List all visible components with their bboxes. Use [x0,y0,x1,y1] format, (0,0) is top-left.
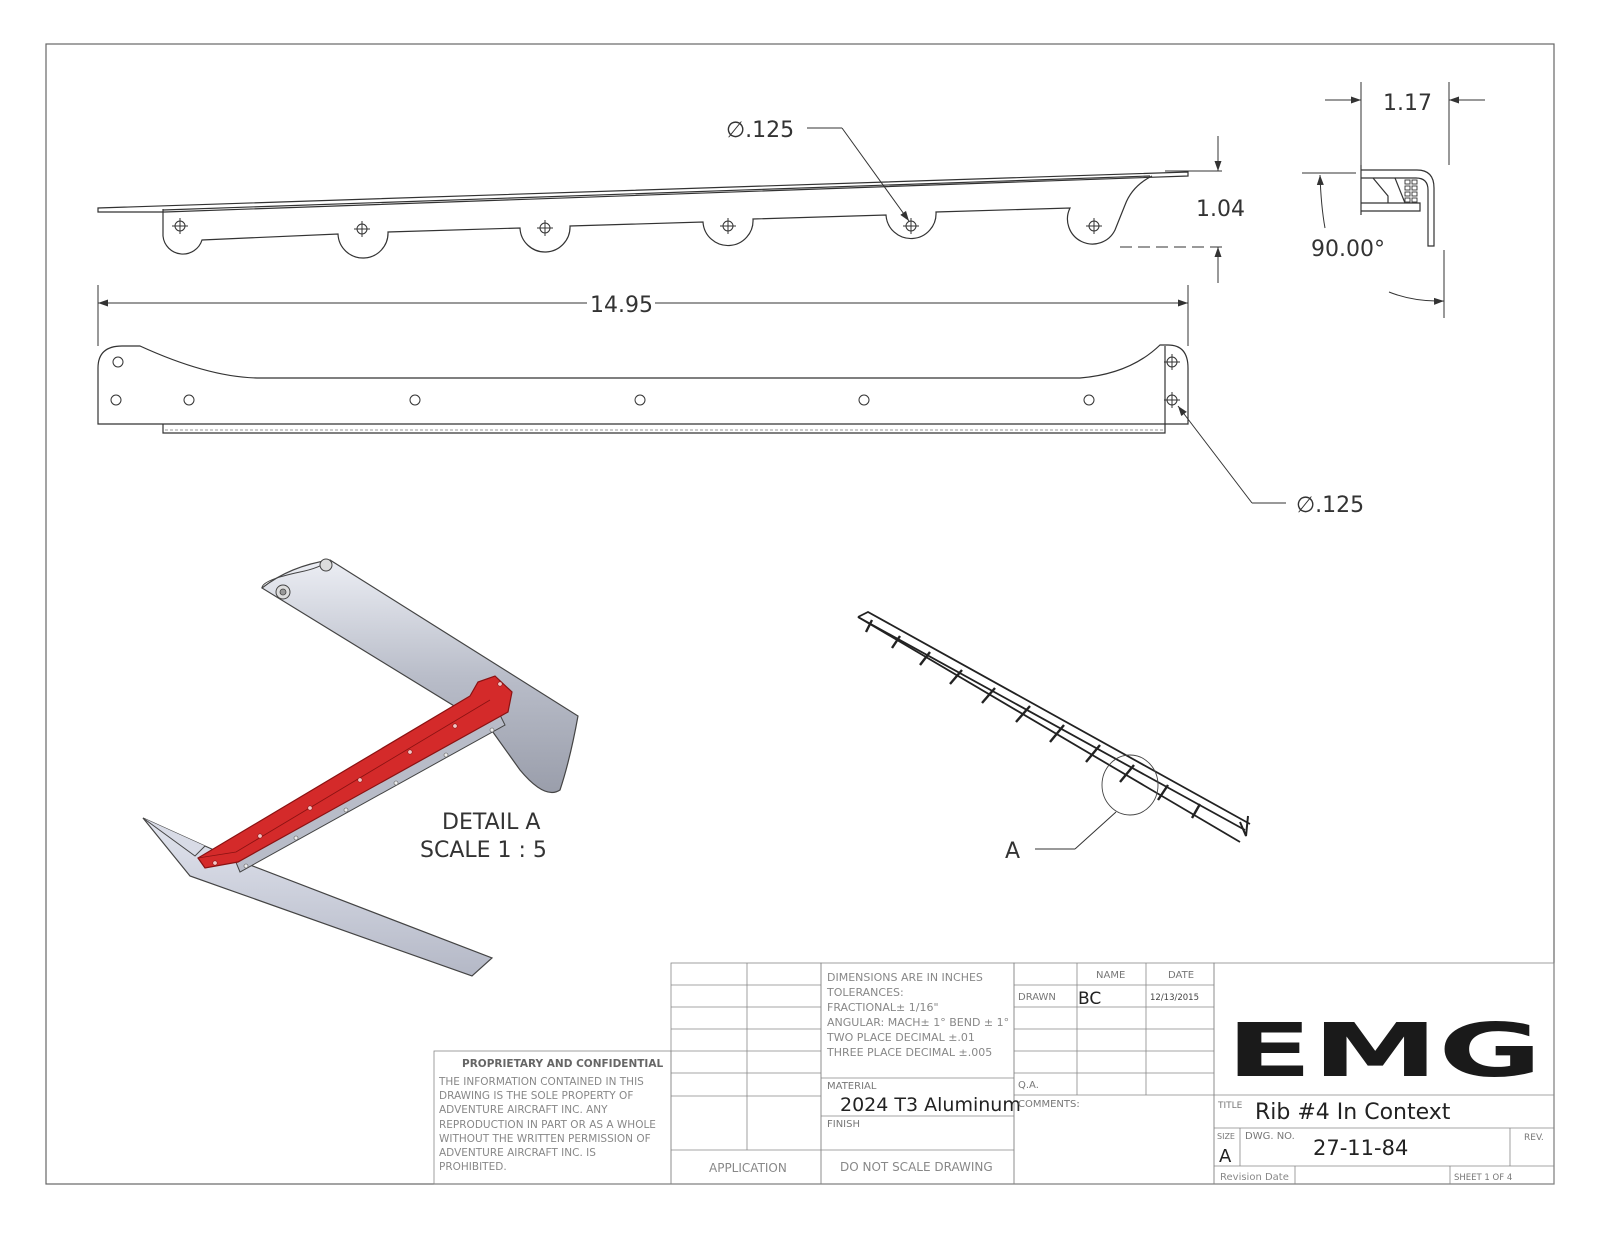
detail-a-callout-label: A [1005,839,1020,864]
tolerances-label: TOLERANCES: [826,986,904,999]
proprietary-line: REPRODUCTION IN PART OR AS A WHOLE [439,1119,656,1131]
title-block [433,962,1555,1185]
rib-plan-view [97,344,1189,434]
application-label: APPLICATION [709,1161,787,1175]
rib-side-view [97,171,1189,259]
proprietary-line: WITHOUT THE WRITTEN PERMISSION OF [439,1133,651,1145]
sheet-number: SHEET 1 OF 4 [1454,1173,1512,1183]
comments-label: COMMENTS: [1018,1099,1080,1110]
length-dimension-text: 14.95 [590,293,653,318]
height-dimension-text: 1.04 [1196,197,1245,222]
angle-dimension [1302,172,1445,318]
hole-diameter-callout-bottom [1177,405,1286,504]
emg-logo: EMG [1226,1008,1542,1094]
length-dimension [97,285,1189,346]
proprietary-line: ADVENTURE AIRCRAFT INC. IS [439,1147,596,1159]
rev-label: REV. [1524,1133,1544,1143]
qa-label: Q.A. [1018,1080,1039,1091]
flange-width-text: 1.17 [1383,91,1432,116]
dimensions-note: DIMENSIONS ARE IN INCHES [827,971,983,984]
title-label: TITLE [1217,1101,1243,1111]
detail-a-scale: SCALE 1 : 5 [420,838,547,863]
material-label: MATERIAL [827,1081,877,1092]
rib-end-view [1360,165,1435,247]
drawing-title: Rib #4 In Context [1255,1100,1451,1125]
dwg-no-label: DWG. NO. [1245,1131,1295,1142]
hole-diameter-bottom-text: ∅.125 [1296,493,1364,518]
tolerance-two-place: TWO PLACE DECIMAL ±.01 [826,1031,975,1044]
drawn-by: BC [1078,989,1101,1009]
revision-date-label: Revision Date [1220,1172,1289,1183]
size-label: SIZE [1217,1132,1235,1141]
dwg-no-value: 27-11-84 [1313,1136,1408,1160]
do-not-scale: DO NOT SCALE DRAWING [840,1160,993,1174]
detail-a-assembly [142,558,579,977]
size-value: A [1219,1146,1232,1167]
name-header: NAME [1096,970,1125,981]
material-value: 2024 T3 Aluminum [840,1094,1021,1116]
date-header: DATE [1168,970,1194,981]
tolerance-three-place: THREE PLACE DECIMAL ±.005 [826,1046,992,1059]
tolerance-angular: ANGULAR: MACH± 1° BEND ± 1° [827,1016,1009,1029]
wing-frame-isometric [857,610,1251,843]
flange-width-dimension [1325,82,1485,165]
hole-diameter-top-text: ∅.125 [726,118,794,143]
drawn-label: DRAWN [1018,992,1056,1003]
finish-label: FINISH [827,1119,860,1130]
hole-diameter-callout-top: ∅.125 [726,118,910,222]
proprietary-heading: PROPRIETARY AND CONFIDENTIAL [462,1058,663,1070]
height-dimension [1120,136,1222,283]
proprietary-line: ADVENTURE AIRCRAFT INC. ANY [439,1104,608,1116]
tolerance-fractional: FRACTIONAL± 1/16" [827,1001,939,1014]
detail-a-title: DETAIL A [442,810,540,835]
angle-dimension-text: 90.00° [1311,237,1385,262]
detail-a-callout [1035,811,1117,850]
proprietary-line: DRAWING IS THE SOLE PROPERTY OF [439,1090,633,1102]
drawn-date: 12/13/2015 [1150,993,1199,1003]
proprietary-line: THE INFORMATION CONTAINED IN THIS [438,1076,644,1088]
proprietary-line: PROHIBITED. [439,1161,507,1173]
